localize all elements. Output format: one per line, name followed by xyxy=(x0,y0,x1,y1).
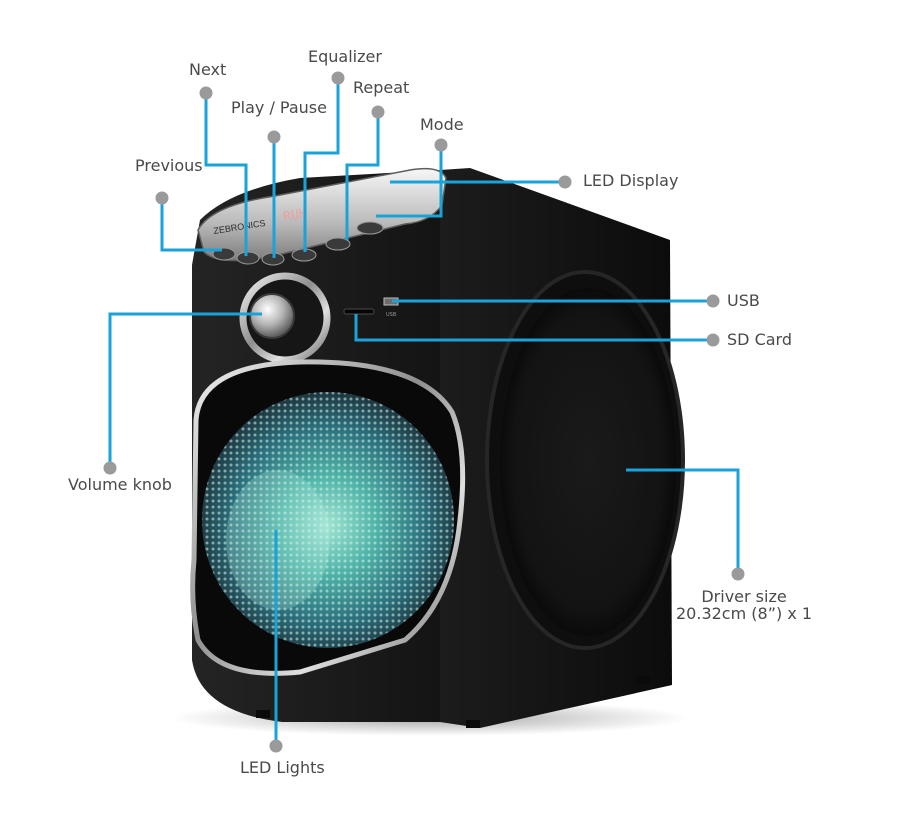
callout-dot-led-lights xyxy=(269,739,283,753)
label-driver-size-line1: Driver size xyxy=(701,587,787,606)
label-mode: Mode xyxy=(420,115,464,134)
led-speaker xyxy=(190,359,466,676)
callout-dot-usb xyxy=(706,294,720,308)
callout-dot-volume-knob xyxy=(103,461,117,475)
label-previous: Previous xyxy=(135,156,203,175)
callout-line-sd-card xyxy=(354,314,713,342)
label-driver-size-line2: 20.32cm (8”) x 1 xyxy=(676,603,813,623)
callout-dot-sd-card xyxy=(706,333,720,347)
label-repeat: Repeat xyxy=(353,78,410,97)
repeat-button[interactable] xyxy=(325,237,351,251)
callout-dots xyxy=(103,71,745,753)
led-display-text: RUH xyxy=(282,206,308,224)
callout-line-previous xyxy=(160,198,222,252)
callout-dot-next xyxy=(199,86,213,100)
control-buttons xyxy=(212,221,384,266)
sd-card-slot[interactable] xyxy=(343,308,375,315)
callout-dot-led-display xyxy=(558,175,572,189)
callout-line-equalizer xyxy=(303,78,340,252)
callout-dot-previous xyxy=(155,191,169,205)
mode-button[interactable] xyxy=(356,221,384,235)
label-next: Next xyxy=(189,60,227,79)
label-play-pause: Play / Pause xyxy=(231,98,327,117)
woofer-driver xyxy=(485,270,685,650)
callout-line-driver-size xyxy=(626,468,740,574)
callout-dot-driver-size xyxy=(731,567,745,581)
callout-dot-mode xyxy=(434,138,448,152)
label-usb: USB xyxy=(727,291,760,310)
label-driver-size: Driver size 20.32cm (8”) x 1 xyxy=(676,587,813,623)
volume-knob[interactable] xyxy=(239,272,331,364)
callout-line-mode xyxy=(376,145,443,218)
callout-dot-repeat xyxy=(371,105,385,119)
usb-port-label: USB xyxy=(386,312,397,318)
callout-dot-play-pause xyxy=(267,130,281,144)
label-equalizer: Equalizer xyxy=(308,47,382,66)
label-led-display: LED Display xyxy=(583,171,679,190)
callout-lines xyxy=(108,78,740,746)
callout-line-repeat xyxy=(345,112,380,240)
callout-line-volume-knob xyxy=(108,312,262,468)
callout-line-next xyxy=(204,93,248,256)
label-sd-card: SD Card xyxy=(727,330,792,349)
label-led-lights: LED Lights xyxy=(240,758,325,777)
label-volume-knob: Volume knob xyxy=(68,475,172,494)
next-button[interactable] xyxy=(236,251,260,265)
callout-dot-equalizer xyxy=(331,71,345,85)
